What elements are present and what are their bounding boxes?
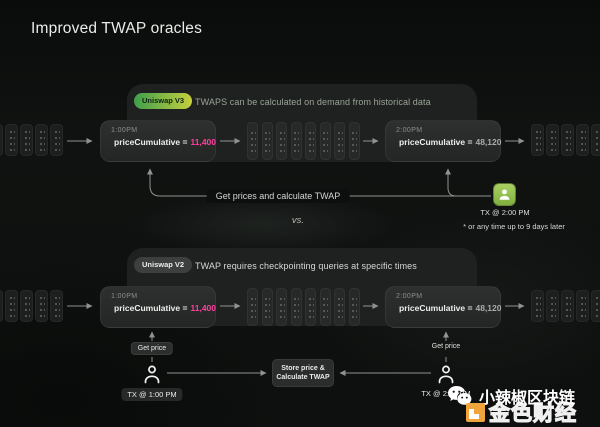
chain-mid-top	[247, 122, 360, 160]
chain-right-bottom	[531, 290, 600, 322]
chain-block	[305, 288, 316, 326]
gold-watermark: 金色财经	[466, 397, 577, 427]
chain-block	[261, 122, 273, 160]
chain-block	[576, 290, 589, 322]
chain-block	[20, 124, 33, 156]
person-outline-icon	[438, 365, 454, 384]
page-title: Improved TWAP oracles	[31, 20, 203, 37]
chain-block	[290, 122, 302, 160]
chain-block	[50, 290, 63, 322]
get-price-label-right: Get price	[431, 343, 461, 350]
chain-block	[247, 122, 258, 160]
gold-finance-icon	[466, 402, 485, 422]
chain-block	[591, 124, 600, 156]
uniswap-v2-badge: Uniswap V2	[134, 257, 193, 273]
chain-block	[561, 290, 574, 322]
block-value: 11,400	[190, 137, 216, 147]
chain-right-top	[531, 124, 600, 156]
block-time: 1:00PM	[111, 293, 138, 300]
chain-block	[576, 124, 589, 156]
block-value: 48,120	[475, 303, 502, 313]
get-price-badge-left: Get price	[130, 342, 174, 355]
chain-block	[546, 124, 559, 156]
user-icon-left	[141, 363, 163, 389]
chain-block	[0, 124, 3, 156]
chain-block	[334, 122, 345, 160]
chain-left-top	[0, 124, 63, 156]
tx-badge-left: TX @ 1:00 PM	[121, 388, 183, 401]
chain-block	[0, 290, 3, 322]
chain-block	[35, 124, 48, 156]
block-time: 2:00PM	[396, 127, 423, 134]
chain-block	[531, 290, 544, 322]
gold-watermark-text: 金色财经	[488, 400, 577, 425]
store-line1: Store price &	[281, 365, 325, 372]
vs-label: vs.	[291, 215, 305, 226]
chain-left-bottom	[0, 290, 63, 322]
chain-block	[591, 290, 600, 322]
chain-block	[35, 290, 48, 322]
block-time: 2:00PM	[396, 293, 423, 300]
chain-block	[276, 122, 287, 160]
block-time: 1:00PM	[111, 127, 138, 134]
chain-block	[319, 288, 331, 326]
store-price-box: Store price & Calculate TWAP	[272, 359, 334, 387]
block-label: priceCumulative =	[114, 137, 188, 147]
block-label: priceCumulative =	[399, 303, 473, 313]
chain-block	[50, 124, 63, 156]
v3-price-block-1pm: 1:00PM priceCumulative = 11,400	[100, 120, 216, 162]
chain-block	[561, 124, 574, 156]
person-icon	[499, 189, 510, 200]
block-label: priceCumulative =	[114, 303, 188, 313]
chain-block	[276, 288, 287, 326]
chain-block	[261, 288, 273, 326]
chain-mid-bottom	[247, 288, 360, 326]
block-value: 48,120	[475, 137, 502, 147]
chain-block	[20, 290, 33, 322]
v2-price-block-2pm: 2:00PM priceCumulative = 48,120	[385, 286, 501, 328]
chain-block	[546, 290, 559, 322]
chain-block	[5, 124, 18, 156]
v2-description: TWAP requires checkpointing queries at s…	[195, 261, 417, 271]
block-value: 11,400	[190, 303, 216, 313]
chain-block	[290, 288, 302, 326]
v3-description: TWAPS can be calculated on demand from h…	[195, 97, 431, 107]
chain-block	[348, 288, 360, 326]
v3-footnote: * or any time up to 9 days later	[463, 222, 565, 231]
block-label: priceCumulative =	[399, 137, 473, 147]
bracket-label: Get prices and calculate TWAP	[206, 189, 350, 203]
chain-block	[319, 122, 331, 160]
uniswap-v3-badge: Uniswap V3	[134, 93, 193, 109]
v2-price-block-1pm: 1:00PM priceCumulative = 11,400	[100, 286, 216, 328]
v3-tx-label: TX @ 2:00 PM	[480, 208, 530, 217]
store-line2: Calculate TWAP	[276, 374, 330, 381]
wechat-watermark: 小辣椒区块链	[447, 384, 575, 408]
chain-block	[247, 288, 258, 326]
chain-block	[305, 122, 316, 160]
chain-block	[334, 288, 345, 326]
tx-label-right: TX @ 2:00 PM	[421, 389, 471, 398]
person-outline-icon	[144, 365, 160, 384]
green-user-icon	[493, 183, 516, 206]
wechat-watermark-text: 小辣椒区块链	[479, 388, 576, 407]
wechat-icon	[448, 385, 472, 406]
chain-block	[348, 122, 360, 160]
chain-block	[5, 290, 18, 322]
v3-price-block-2pm: 2:00PM priceCumulative = 48,120	[385, 120, 501, 162]
chain-block	[531, 124, 544, 156]
user-icon-right	[435, 363, 457, 389]
